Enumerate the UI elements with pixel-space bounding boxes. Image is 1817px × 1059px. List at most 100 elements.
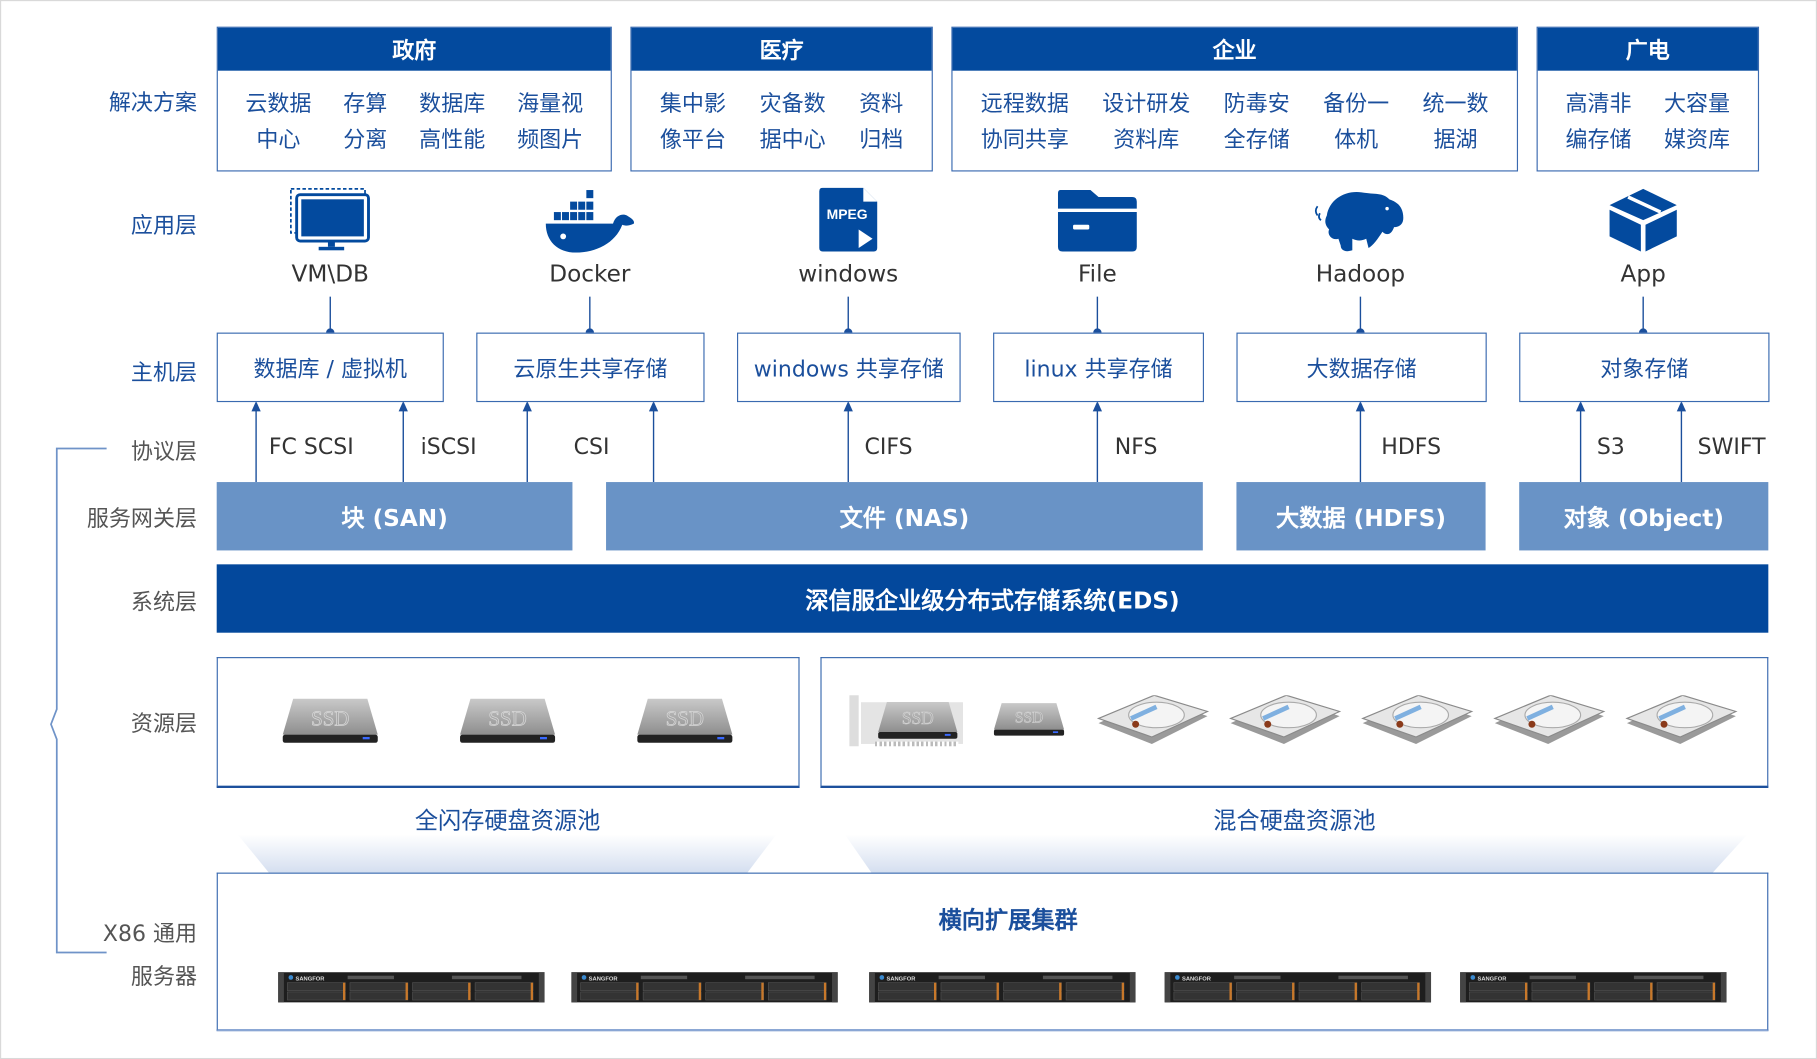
solution-item: 存算 分离 bbox=[343, 91, 388, 153]
solution-title: 企业 bbox=[952, 27, 1517, 71]
protocol-swift: SWIFT bbox=[1697, 434, 1766, 461]
solution-item: 云数据 中心 bbox=[245, 91, 312, 153]
layer-label-resource: 资源层 bbox=[130, 711, 197, 737]
host-cloud-native-storage: 云原生共享存储 bbox=[476, 332, 705, 403]
layer-label-host: 主机层 bbox=[130, 360, 197, 386]
hdd-slot bbox=[1493, 694, 1607, 751]
rack-server-icon: SANGFOR bbox=[1164, 972, 1432, 1003]
protocol-arrow bbox=[251, 400, 261, 483]
ssd-slot: SSD bbox=[849, 695, 965, 748]
layer-bracket bbox=[50, 447, 107, 954]
protocol-arrow bbox=[522, 400, 532, 483]
protocol-hdfs: HDFS bbox=[1381, 434, 1442, 461]
solution-enterprise: 企业 远程数据 协同共享 设计研发 资料库 防毒安 全存储 备份一 体机 统一数… bbox=[951, 26, 1519, 172]
app-host-connector bbox=[585, 296, 595, 337]
layer-label-solutions: 解决方案 bbox=[108, 90, 197, 116]
solution-item: 设计研发 资料库 bbox=[1102, 91, 1191, 153]
rack-server-icon: SANGFOR bbox=[571, 972, 838, 1003]
solution-item: 资料 归档 bbox=[859, 91, 904, 153]
app-name: File bbox=[1077, 259, 1117, 288]
solution-item: 灾备数 据中心 bbox=[759, 91, 826, 153]
ssd-drive-icon: SSD bbox=[993, 703, 1065, 736]
protocol-arrow bbox=[1092, 400, 1103, 483]
protocol-nfs: NFS bbox=[1114, 434, 1158, 461]
server-brand-label: SANGFOR bbox=[1477, 976, 1507, 982]
app-host-connector bbox=[1093, 296, 1102, 337]
cluster-title: 横向扩展集群 bbox=[938, 906, 1078, 934]
rack-server-icon: SANGFOR bbox=[278, 972, 545, 1003]
protocol-arrow bbox=[843, 400, 853, 483]
hybrid-funnel bbox=[844, 834, 1748, 873]
server-slot: SANGFOR bbox=[869, 971, 1136, 1008]
solution-item: 海量视 频图片 bbox=[517, 91, 584, 153]
server-brand-label: SANGFOR bbox=[589, 976, 619, 982]
solution-item: 防毒安 全存储 bbox=[1223, 91, 1290, 153]
solution-item: 高清非 编存储 bbox=[1565, 91, 1632, 153]
protocol-cifs: CIFS bbox=[864, 434, 913, 461]
server-slot: SANGFOR bbox=[1460, 971, 1727, 1008]
solution-broadcast: 广电 高清非 编存储 大容量 媒资库 bbox=[1536, 26, 1760, 172]
host-database-vm: 数据库 / 虚拟机 bbox=[216, 332, 444, 403]
docker-whale-icon bbox=[545, 190, 635, 253]
hdd-slot bbox=[1360, 694, 1474, 751]
app-vmdb: VM\DB bbox=[238, 185, 423, 287]
ssd-drive-icon: SSD bbox=[637, 698, 733, 743]
protocol-arrow bbox=[1676, 400, 1687, 483]
hdd-slot bbox=[1625, 694, 1739, 751]
folder-icon bbox=[1057, 190, 1137, 252]
system-bar: 深信服企业级分布式存储系统(EDS) bbox=[216, 564, 1769, 633]
hdd-slot bbox=[1096, 694, 1210, 751]
hard-disk-icon bbox=[1361, 694, 1474, 744]
monitor-icon bbox=[289, 188, 370, 251]
solution-title: 广电 bbox=[1537, 27, 1758, 71]
protocol-iscsi: iSCSI bbox=[420, 434, 477, 461]
pcie-ssd-card-icon: SSD bbox=[849, 695, 965, 748]
gateway-nas: 文件 (NAS) bbox=[606, 482, 1203, 551]
hard-disk-icon bbox=[1096, 694, 1210, 744]
server-brand-label: SANGFOR bbox=[886, 976, 916, 982]
protocol-arrow bbox=[1575, 400, 1586, 483]
mpeg-badge: MPEG bbox=[827, 206, 868, 222]
host-windows-share: windows 共享存储 bbox=[736, 332, 961, 403]
hard-disk-icon bbox=[1625, 694, 1738, 744]
hard-disk-icon bbox=[1493, 694, 1606, 744]
app-name: VM\DB bbox=[291, 259, 369, 288]
host-linux-share: linux 共享存储 bbox=[993, 332, 1204, 403]
mpeg-file-icon: MPEG bbox=[819, 187, 878, 252]
box-icon bbox=[1609, 188, 1677, 252]
protocol-arrow bbox=[1355, 400, 1366, 483]
hybrid-pool-label: 混合硬盘资源池 bbox=[1213, 806, 1376, 835]
app-app: App bbox=[1550, 185, 1735, 287]
hdd-slot bbox=[1228, 694, 1342, 751]
app-host-connector bbox=[1639, 296, 1648, 337]
solution-title: 医疗 bbox=[631, 27, 932, 71]
app-host-connector bbox=[844, 296, 853, 337]
host-bigdata-storage: 大数据存储 bbox=[1236, 332, 1487, 403]
app-name: Hadoop bbox=[1315, 259, 1406, 288]
solution-item: 集中影 像平台 bbox=[659, 91, 726, 153]
protocol-fc-scsi: FC SCSI bbox=[268, 434, 354, 461]
app-host-connector bbox=[1356, 296, 1365, 337]
gateway-san: 块 (SAN) bbox=[216, 482, 573, 551]
host-object-storage: 对象存储 bbox=[1519, 332, 1770, 403]
solution-government: 政府 云数据 中心 存算 分离 数据库 高性能 海量视 频图片 bbox=[216, 26, 612, 172]
hard-disk-icon bbox=[1229, 694, 1342, 744]
server-slot: SANGFOR bbox=[1164, 971, 1432, 1008]
gateway-object: 对象 (Object) bbox=[1519, 482, 1769, 551]
ssd-slot: SSD bbox=[459, 698, 556, 751]
layer-label-server-2: 服务器 bbox=[130, 964, 197, 990]
svg-text:SSD: SSD bbox=[1015, 710, 1043, 727]
svg-text:SSD: SSD bbox=[311, 706, 349, 730]
rack-server-icon: SANGFOR bbox=[869, 972, 1136, 1003]
pool-funnels bbox=[237, 834, 1748, 873]
layer-label-gateway: 服务网关层 bbox=[86, 506, 197, 532]
app-hadoop: Hadoop bbox=[1268, 185, 1453, 287]
solution-item: 大容量 媒资库 bbox=[1664, 91, 1731, 153]
ssd-slot: SSD bbox=[282, 698, 379, 751]
ssd-drive-icon: SSD bbox=[460, 698, 556, 743]
server-brand-label: SANGFOR bbox=[1182, 976, 1212, 982]
app-name: App bbox=[1620, 259, 1666, 288]
solution-item: 远程数据 协同共享 bbox=[980, 91, 1069, 153]
app-name: windows bbox=[798, 259, 899, 288]
